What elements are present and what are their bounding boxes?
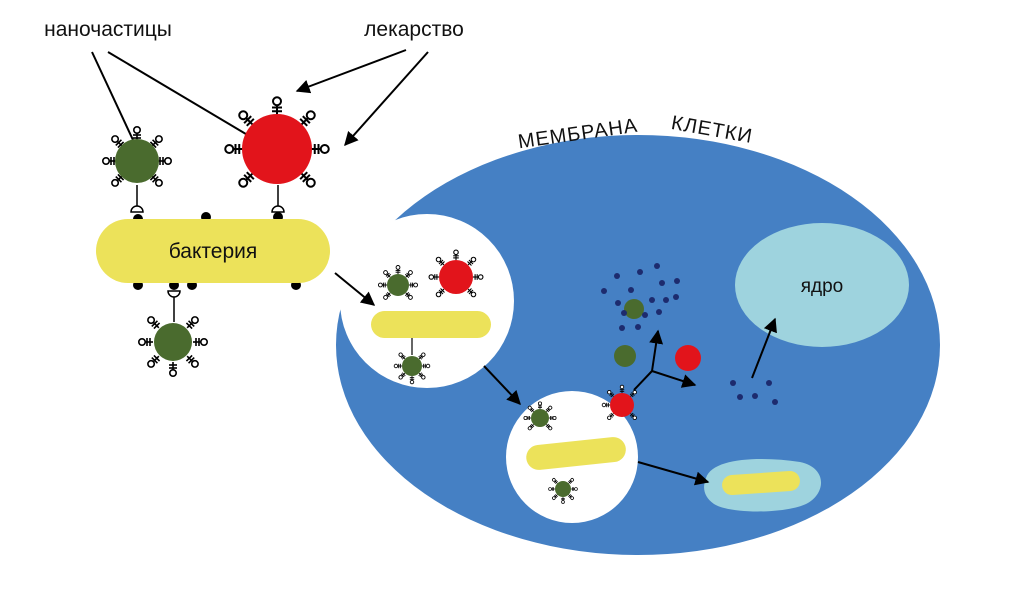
- nanoparticle-green-free-1: [624, 299, 644, 319]
- arrow-bacterium-to-vesicle-1: [334, 272, 376, 306]
- arrow-to-nucleus: [751, 317, 777, 379]
- nanoparticle-link-top: [130, 185, 144, 213]
- drug-pointer-1: [295, 49, 407, 94]
- drug-particle-red-free: [675, 345, 701, 371]
- drug-molecule-dots-upper: [601, 263, 680, 331]
- nanoparticles-pointer-2: [107, 51, 257, 141]
- drug-label: лекарство: [364, 18, 464, 41]
- bacterium-in-lysosome: [722, 470, 800, 496]
- nanoparticle-green-vesicle-2a: [523, 401, 557, 432]
- drug-molecule-dots-lower: [730, 380, 778, 405]
- nanoparticle-green-free-2: [614, 345, 636, 367]
- bacterium-in-vesicle-1: [371, 311, 491, 338]
- nanoparticle-green-vesicle-1a: [378, 265, 418, 301]
- drug-particle-red-vesicle-1: [428, 249, 484, 299]
- arrow-release-right: [651, 370, 697, 388]
- drug-particle-red-released-ligated: [601, 384, 639, 422]
- nanoparticle-green-large-2: [138, 314, 208, 378]
- drug-link-top: [271, 185, 285, 213]
- nanoparticles-pointer-1: [91, 51, 134, 141]
- drug-particle-red-large: [224, 96, 330, 191]
- release-stem: [633, 370, 653, 391]
- arrow-vesicle-2-to-lysosome: [637, 461, 710, 486]
- drug-pointer-2: [344, 51, 429, 147]
- nanoparticle-link-bottom: [167, 290, 181, 322]
- bacterium-in-vesicle-2: [526, 437, 626, 470]
- nanoparticle-green-large-1: [102, 126, 172, 189]
- bacterium-label: бактерия: [169, 240, 258, 263]
- bacterium-large: [96, 212, 330, 290]
- nanoparticles-label: наночастицы: [44, 18, 172, 41]
- nucleus: [735, 223, 909, 347]
- nanoparticle-green-vesicle-2b: [548, 477, 578, 504]
- nanoparticle-green-vesicle-1b: [393, 351, 431, 385]
- arrow-release-up: [649, 329, 664, 372]
- arrow-vesicle-1-to-vesicle-2: [483, 365, 521, 406]
- nucleus-label: ядро: [801, 276, 844, 297]
- vesicle-1: [340, 214, 514, 388]
